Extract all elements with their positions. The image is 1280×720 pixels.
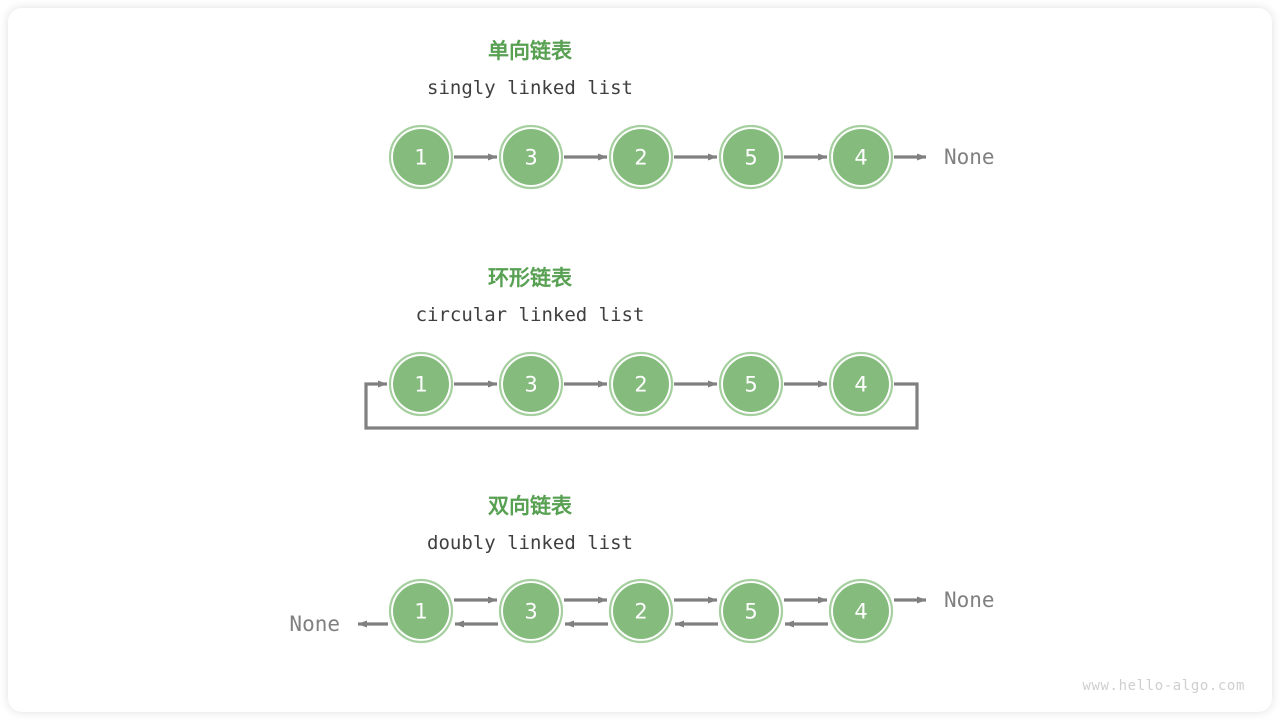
node-ring — [828, 124, 894, 190]
list-node[interactable]: 1 — [388, 124, 454, 190]
node-ring — [828, 351, 894, 417]
list-node[interactable]: 4 — [828, 351, 894, 417]
node-circle — [613, 356, 669, 412]
node-circle — [723, 356, 779, 412]
node-value: 5 — [744, 146, 757, 170]
list-node[interactable]: 2 — [608, 351, 674, 417]
node-ring — [718, 578, 784, 644]
section-title-doubly: 双向链表 — [488, 494, 573, 518]
node-value: 4 — [854, 600, 867, 624]
list-node[interactable]: 5 — [718, 351, 784, 417]
node-ring — [388, 578, 454, 644]
node-ring — [718, 124, 784, 190]
node-ring — [608, 124, 674, 190]
node-value: 1 — [414, 146, 427, 170]
node-value: 2 — [634, 600, 647, 624]
node-value: 4 — [854, 146, 867, 170]
node-value: 1 — [414, 600, 427, 624]
list-node[interactable]: 4 — [828, 124, 894, 190]
section-subtitle-singly: singly linked list — [427, 77, 633, 99]
watermark: www.hello-algo.com — [1082, 678, 1245, 694]
edge-circular-loopback — [364, 380, 919, 430]
list-node[interactable]: 3 — [498, 124, 564, 190]
tail-none-label: None — [944, 145, 995, 169]
head-none-label: None — [289, 612, 340, 636]
node-ring — [498, 578, 564, 644]
node-ring — [718, 351, 784, 417]
node-ring — [608, 351, 674, 417]
list-node[interactable]: 1 — [388, 351, 454, 417]
node-circle — [613, 129, 669, 185]
node-value: 3 — [524, 146, 537, 170]
list-node[interactable]: 4 — [828, 578, 894, 644]
node-value: 5 — [744, 373, 757, 397]
list-node[interactable]: 3 — [498, 578, 564, 644]
node-ring — [498, 124, 564, 190]
node-circle — [833, 129, 889, 185]
list-node[interactable]: 3 — [498, 351, 564, 417]
node-circle — [393, 583, 449, 639]
node-value: 1 — [414, 373, 427, 397]
node-ring — [498, 351, 564, 417]
node-ring — [828, 578, 894, 644]
section-subtitle-circular: circular linked list — [416, 304, 645, 326]
node-circle — [503, 129, 559, 185]
node-value: 4 — [854, 373, 867, 397]
node-value: 5 — [744, 600, 757, 624]
section-title-circular: 环形链表 — [488, 266, 573, 290]
node-circle — [393, 129, 449, 185]
node-circle — [723, 129, 779, 185]
list-node[interactable]: 1 — [388, 578, 454, 644]
list-node[interactable]: 2 — [608, 578, 674, 644]
section-subtitle-doubly: doubly linked list — [427, 532, 633, 554]
node-circle — [393, 356, 449, 412]
tail-none-label: None — [944, 588, 995, 612]
edges-layer — [357, 153, 927, 628]
node-ring — [608, 578, 674, 644]
node-ring — [388, 124, 454, 190]
list-node[interactable]: 5 — [718, 578, 784, 644]
node-circle — [613, 583, 669, 639]
node-circle — [833, 356, 889, 412]
node-circle — [503, 356, 559, 412]
node-circle — [723, 583, 779, 639]
section-title-singly: 单向链表 — [488, 39, 573, 63]
list-node[interactable]: 5 — [718, 124, 784, 190]
node-value: 3 — [524, 600, 537, 624]
nodes-layer: 1 3 2 5 4 1 3 2 5 4 1 3 2 5 4 — [388, 124, 894, 644]
node-circle — [833, 583, 889, 639]
node-value: 2 — [634, 146, 647, 170]
node-circle — [503, 583, 559, 639]
node-value: 3 — [524, 373, 537, 397]
list-node[interactable]: 2 — [608, 124, 674, 190]
node-value: 2 — [634, 373, 647, 397]
node-ring — [388, 351, 454, 417]
